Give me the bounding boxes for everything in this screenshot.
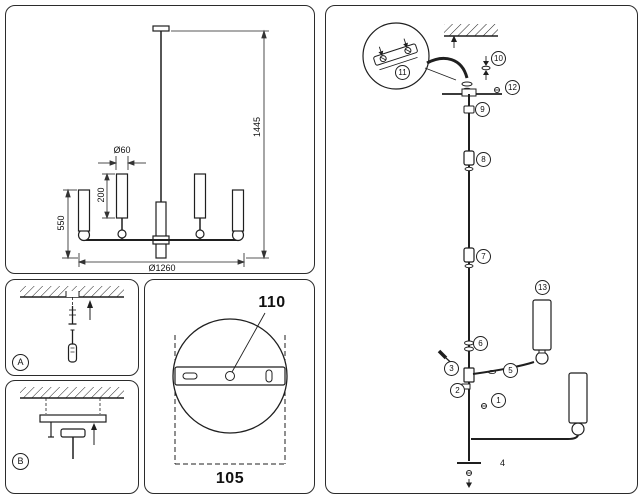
bracket-dim-bottom: 105 xyxy=(215,470,245,487)
bracket-detail-panel: 110 105 xyxy=(144,279,315,494)
step-panel-a: A xyxy=(5,279,139,376)
callout-6: 6 xyxy=(473,336,488,351)
dim-fixture-height: 550 xyxy=(56,215,66,231)
step-a-label: A xyxy=(12,354,29,371)
page-number: 4 xyxy=(500,458,506,468)
step-panel-b: B xyxy=(5,380,139,494)
callout-11: 11 xyxy=(395,65,410,80)
callout-1: 1 xyxy=(491,393,506,408)
bracket-dim-top: 110 xyxy=(258,294,286,311)
callout-8: 8 xyxy=(476,152,491,167)
bracket-detail-drawing xyxy=(172,312,288,465)
dim-shade-diameter: Ø60 xyxy=(113,145,131,155)
callout-10: 10 xyxy=(491,51,506,66)
step-b-label: B xyxy=(12,453,29,470)
dimension-lines xyxy=(62,29,269,267)
step-a-drawing xyxy=(20,286,124,363)
callout-5: 5 xyxy=(503,363,518,378)
assembly-panel: 11 10 12 9 8 7 6 5 3 2 1 13 4 xyxy=(325,5,638,494)
dimension-panel: Ø60 200 550 1445 Ø1260 xyxy=(5,5,315,274)
bracket-plate xyxy=(172,312,288,465)
bracket-mounting xyxy=(20,387,124,459)
dim-fixture-diameter: Ø1260 xyxy=(148,263,176,273)
callout-7: 7 xyxy=(476,249,491,264)
callout-12: 12 xyxy=(505,80,520,95)
dim-arm-height: 200 xyxy=(96,187,106,203)
callout-2: 2 xyxy=(450,383,465,398)
callout-9: 9 xyxy=(475,102,490,117)
chandelier-fixture xyxy=(77,25,245,259)
dim-total-height: 1445 xyxy=(252,116,262,138)
step-b-drawing xyxy=(20,387,124,459)
callout-13: 13 xyxy=(535,280,550,295)
assembly-drawing xyxy=(362,22,588,488)
ceiling-and-anchor xyxy=(20,286,124,363)
callout-3: 3 xyxy=(444,361,459,376)
assembly-parts xyxy=(362,22,588,488)
chandelier-drawing xyxy=(62,25,269,267)
